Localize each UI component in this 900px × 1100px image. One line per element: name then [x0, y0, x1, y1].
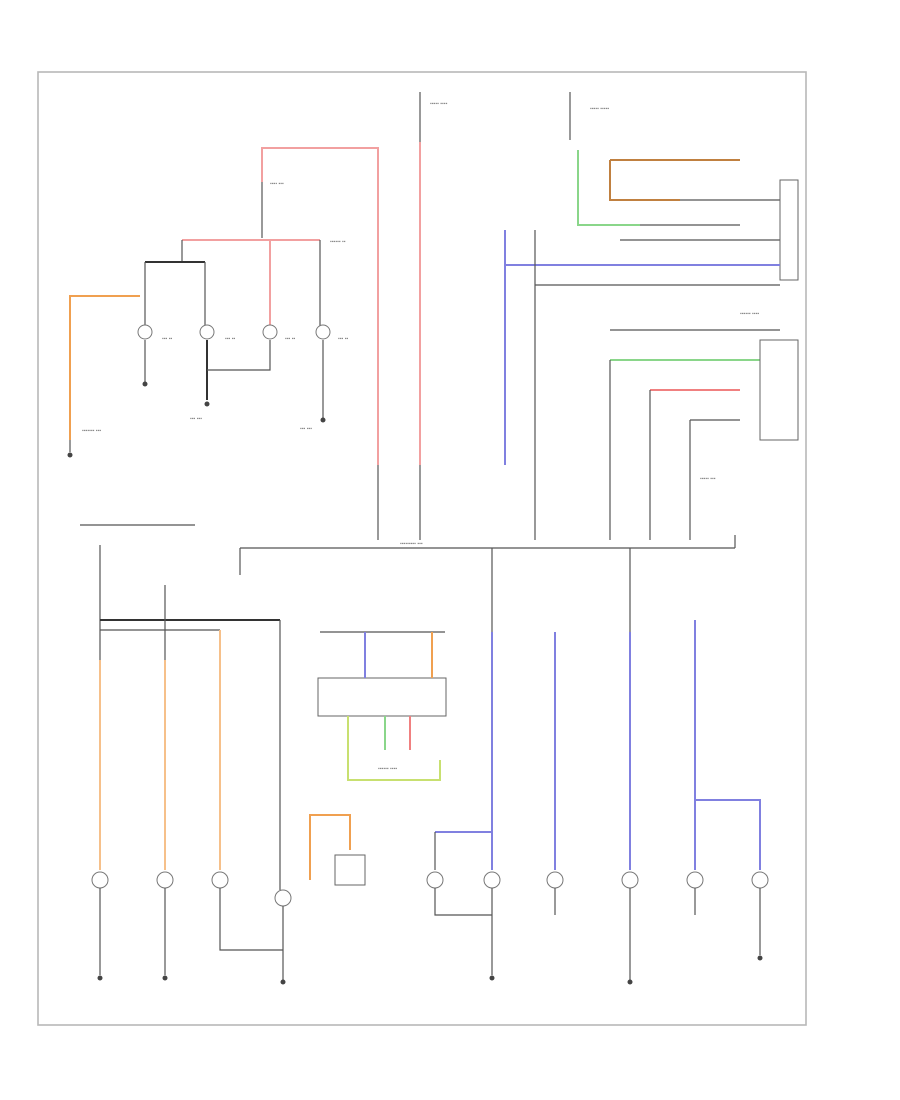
component-label: ▪▪▪▪▪ ▪▪▪▪▪: [590, 106, 609, 112]
lamp-bulb-icon: [686, 871, 704, 889]
component-label: ▪▪▪▪▪▪ ▪▪▪▪: [740, 311, 759, 317]
component-label: ▪▪▪ ▪▪▪: [300, 426, 312, 432]
lamp-bulb-icon: [91, 871, 109, 889]
lower-right-lamps: [426, 620, 769, 985]
component-label: ▪▪▪▪▪▪▪▪▪ ▪▪▪: [400, 541, 423, 547]
ground-icon: [280, 979, 286, 985]
upper-left-lamp-circuit: ▪▪▪▪ ▪▪▪ ▪▪▪▪▪▪ ▪▪ ▪▪▪ ▪▪ ▪▪▪ ▪▪ ▪▪▪ ▪▪ …: [67, 147, 379, 465]
ground-icon: [142, 381, 148, 387]
lamp-bulb-icon: [315, 324, 331, 340]
headlamp-switch: [759, 339, 799, 441]
ground-icon: [320, 417, 326, 423]
component-label: ▪▪▪▪ ▪▪▪: [270, 181, 284, 187]
ground-icon: [204, 401, 210, 407]
combination-switch: [779, 179, 799, 281]
component-label: ▪▪▪▪▪▪▪ ▪▪▪: [82, 428, 101, 434]
lamp-bulb-icon: [621, 871, 639, 889]
component-label: ▪▪▪ ▪▪: [225, 336, 235, 342]
component-label: ▪▪▪ ▪▪▪: [190, 416, 202, 422]
license-lamp-assembly: [334, 854, 366, 886]
upper-center-feed: ▪▪▪▪▪ ▪▪▪▪: [377, 92, 448, 540]
component-label: ▪▪▪▪▪ ▪▪▪: [700, 476, 716, 482]
lamp-bulb-icon: [156, 871, 174, 889]
lamp-bulb-icon: [137, 324, 153, 340]
center-bus: ▪▪▪▪▪▪▪▪▪ ▪▪▪: [80, 524, 736, 870]
upper-right-switch-circuit: ▪▪▪▪▪ ▪▪▪▪▪ ▪▪▪▪▪▪ ▪▪▪▪ ▪▪▪▪▪ ▪▪▪: [504, 92, 799, 540]
center-relay-module: ▪▪▪▪▪▪ ▪▪▪▪: [317, 631, 447, 781]
ground-icon: [627, 979, 633, 985]
lamp-bulb-icon: [211, 871, 229, 889]
lamp-bulb-icon: [426, 871, 444, 889]
relay-module: [317, 677, 447, 717]
component-label: ▪▪▪▪▪▪ ▪▪▪▪: [378, 766, 397, 772]
component-label: ▪▪▪▪▪ ▪▪▪▪: [430, 101, 448, 107]
component-label: ▪▪▪ ▪▪: [285, 336, 295, 342]
ground-icon: [757, 955, 763, 961]
lamp-bulb-icon: [199, 324, 215, 340]
ground-icon: [489, 975, 495, 981]
lamp-bulb-icon: [483, 871, 501, 889]
lamp-bulb-icon: [274, 889, 292, 907]
lower-left-lamps: [91, 620, 366, 985]
lamp-bulb-icon: [546, 871, 564, 889]
lamp-bulb-icon: [751, 871, 769, 889]
ground-icon: [67, 452, 73, 458]
lamp-bulb-icon: [262, 324, 278, 340]
component-label: ▪▪▪▪▪▪ ▪▪: [330, 239, 346, 245]
component-label: ▪▪▪ ▪▪: [162, 336, 172, 342]
ground-icon: [97, 975, 103, 981]
ground-icon: [162, 975, 168, 981]
diagram-border: [37, 71, 807, 1026]
component-label: ▪▪▪ ▪▪: [338, 336, 348, 342]
